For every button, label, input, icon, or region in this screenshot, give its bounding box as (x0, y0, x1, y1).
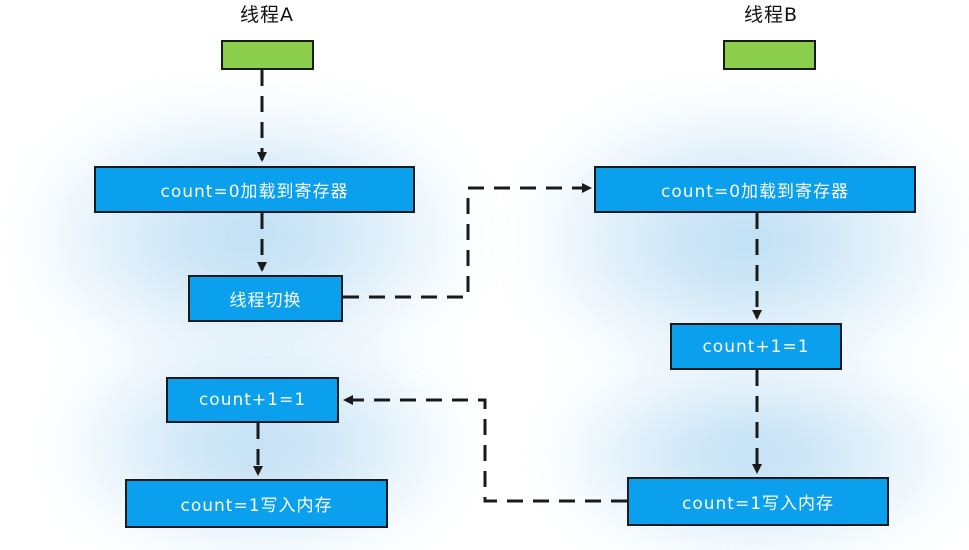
thread-b-write-node: count=1写入内存 (627, 477, 889, 526)
thread-b-title: 线程B (743, 4, 799, 26)
thread-a-write-node: count=1写入内存 (125, 479, 388, 528)
thread-a-start-block (221, 40, 314, 70)
thread-a-title: 线程A (240, 4, 294, 26)
thread-b-start-block (723, 40, 816, 70)
edge-b-write-to-a-inc (343, 395, 627, 503)
edge-a-switch-to-b-load (343, 183, 592, 299)
thread-a-switch-node: 线程切换 (188, 275, 343, 322)
thread-b-load-node: count=0加载到寄存器 (594, 166, 916, 213)
thread-b-increment-node: count+1=1 (670, 323, 842, 370)
thread-a-load-node: count=0加载到寄存器 (94, 166, 415, 213)
thread-a-increment-node: count+1=1 (166, 377, 339, 423)
